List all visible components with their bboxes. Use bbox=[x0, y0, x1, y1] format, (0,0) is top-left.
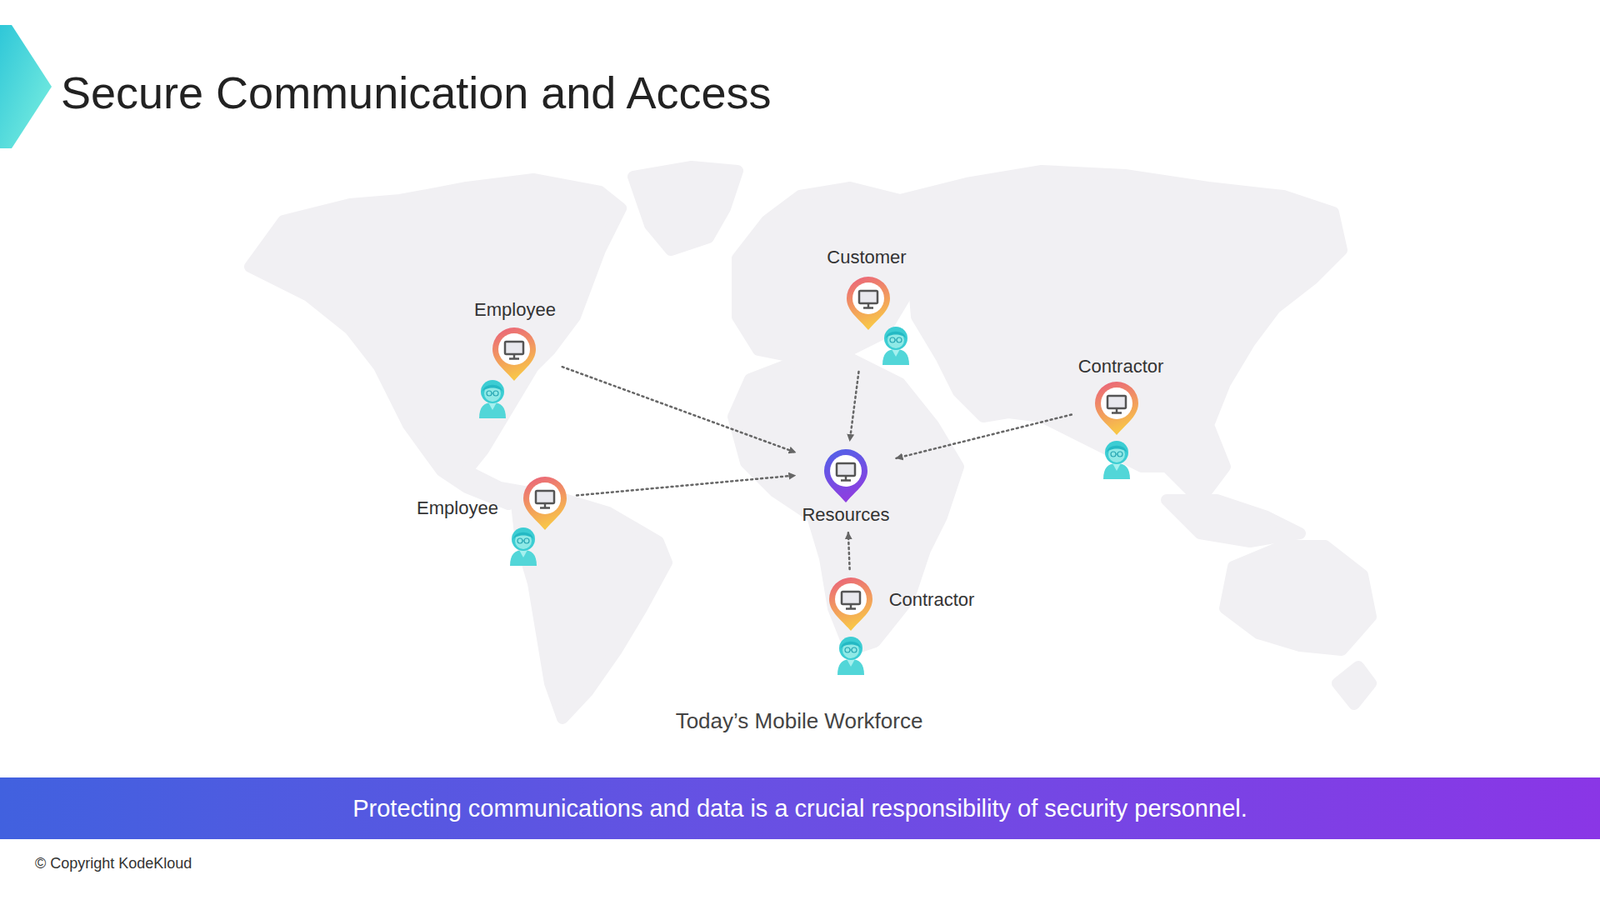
user-node: Contractor bbox=[1075, 352, 1168, 483]
person-icon bbox=[834, 635, 868, 675]
resource-node: Resources bbox=[798, 444, 893, 530]
person-icon bbox=[475, 378, 510, 419]
south-america bbox=[516, 500, 667, 719]
europe bbox=[737, 187, 917, 359]
device-pin bbox=[1091, 380, 1142, 437]
copyright-note: © Copyright KodeKloud bbox=[35, 855, 192, 873]
message-band: Protecting communications and data is a … bbox=[0, 777, 1600, 840]
node-label: Contractor bbox=[1078, 355, 1165, 378]
slide-title: Secure Communication and Access bbox=[60, 66, 771, 119]
australia bbox=[1225, 545, 1371, 650]
greenland bbox=[633, 166, 738, 250]
dotted-connector bbox=[576, 475, 795, 496]
person-icon bbox=[1100, 439, 1134, 480]
node-label: Customer bbox=[826, 246, 906, 269]
node-label: Contractor bbox=[889, 589, 975, 611]
dotted-connector bbox=[562, 366, 796, 453]
title-chevron bbox=[0, 0, 67, 159]
north-america bbox=[250, 179, 621, 505]
device-pin bbox=[489, 325, 540, 383]
band-text: Protecting communications and data is a … bbox=[352, 795, 1248, 823]
node-label: Resources bbox=[801, 504, 890, 526]
dotted-connector bbox=[896, 415, 1072, 459]
user-node: Employee bbox=[470, 295, 560, 422]
node-label: Employee bbox=[416, 497, 499, 520]
new-zealand bbox=[1337, 666, 1371, 705]
asia bbox=[900, 170, 1342, 500]
device-pin bbox=[843, 275, 894, 332]
resource-pin bbox=[820, 447, 871, 505]
dotted-connector bbox=[848, 532, 850, 570]
indonesia bbox=[1166, 500, 1300, 542]
device-pin bbox=[520, 475, 570, 532]
dotted-connector bbox=[850, 371, 860, 441]
device-pin bbox=[825, 575, 876, 633]
node-label: Employee bbox=[474, 299, 556, 321]
user-node: Customer bbox=[823, 243, 916, 369]
user-node: Contractor bbox=[822, 572, 978, 679]
person-icon bbox=[506, 525, 540, 566]
map-caption: Today’s Mobile Workforce bbox=[675, 708, 924, 735]
person-icon bbox=[879, 325, 913, 365]
user-node: Employee bbox=[413, 471, 574, 570]
